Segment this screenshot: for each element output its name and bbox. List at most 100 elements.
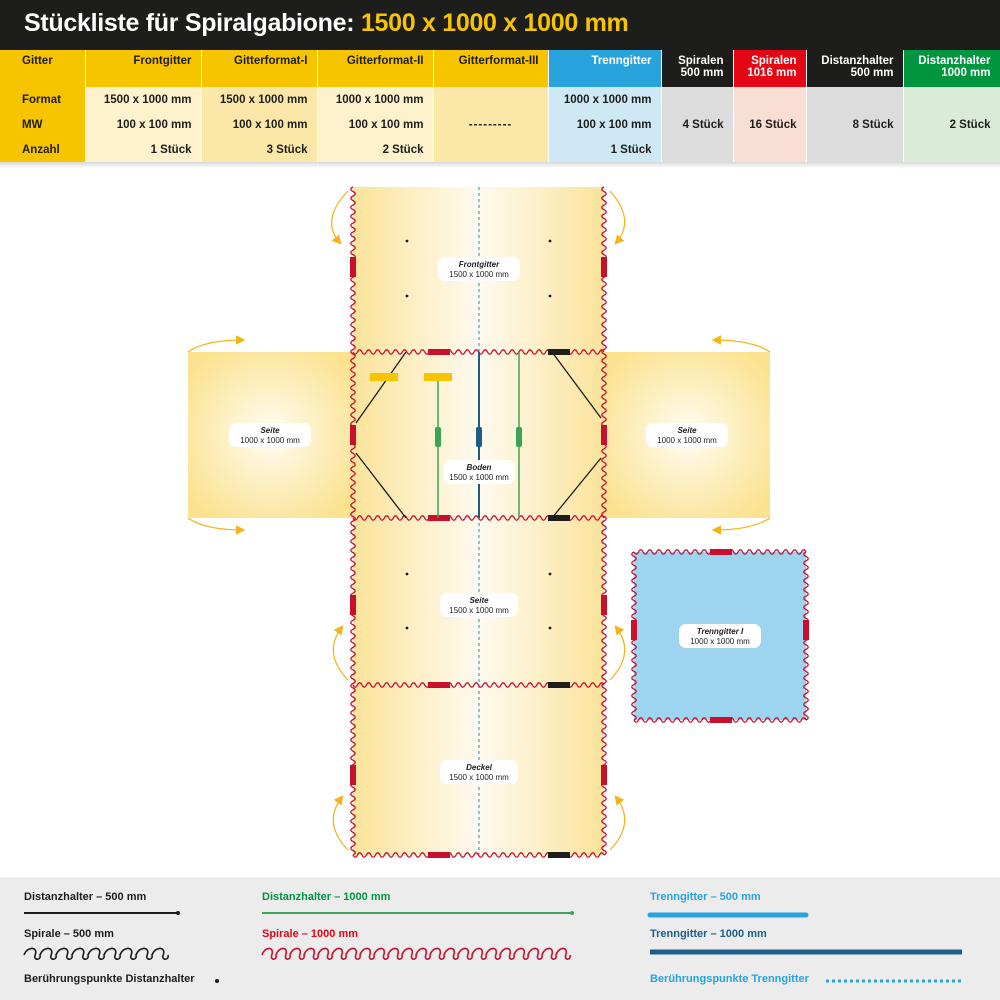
col-header-distanzhalter-1000-line2: 1000 mm (941, 67, 991, 79)
distanzhalter-500-lines (355, 351, 602, 519)
clip-icon (601, 765, 607, 785)
clip-icon (428, 682, 450, 688)
legend-spiral-1000-icon (261, 947, 571, 960)
label-boden-size: 1500 x 1000 mm (449, 473, 509, 482)
clip-icon (601, 257, 607, 277)
cell-anzahl-gitterformat-1: 3 Stück (201, 137, 318, 162)
cell-gitterformat-3-dashes: --------- (433, 87, 549, 162)
fold-arrow-icon (187, 190, 771, 851)
distanzhalter-marker-left (435, 427, 441, 447)
legend-distanzhalter-500-label: Distanzhalter – 500 mm (24, 891, 147, 903)
row-label-mw: MW (0, 112, 86, 137)
clip-icon (350, 595, 356, 615)
clip-icon (548, 852, 570, 858)
distanzhalter-contact-dots (405, 239, 552, 630)
clip-icon (350, 425, 356, 445)
label-bg-seite-mitte (440, 593, 518, 617)
table-header-row: Gitter Frontgitter Gitterformat-I Gitter… (0, 50, 1000, 87)
row-label-format: Format (0, 87, 86, 112)
clip-icon (803, 620, 809, 640)
col-header-distanzhalter-500-line2: 500 mm (850, 67, 894, 79)
title-main: Stückliste für Spiralgabione: (24, 9, 355, 37)
label-trenngitter-size: 1000 x 1000 mm (690, 637, 750, 646)
clip-icon (548, 682, 570, 688)
col-header-frontgitter: Frontgitter (85, 50, 202, 87)
col-header-trenngitter: Trenngitter (548, 50, 662, 87)
clip-icon (350, 257, 356, 277)
legend-spirale-500-label: Spirale – 500 mm (24, 928, 114, 940)
cell-total-distanzhalter-500: 8 Stück (806, 87, 904, 162)
clip-icon (428, 852, 450, 858)
label-seite-links-size: 1000 x 1000 mm (240, 436, 300, 445)
cell-format-frontgitter: 1500 x 1000 mm (85, 87, 202, 112)
cell-format-trenngitter: 1000 x 1000 mm (548, 87, 662, 112)
table-row-format: Format 1500 x 1000 mm 1500 x 1000 mm 100… (0, 87, 1000, 162)
label-bg-frontgitter (438, 257, 520, 281)
legend-spirale-1000-label: Spirale – 1000 mm (262, 928, 359, 940)
cell-anzahl-frontgitter: 1 Stück (85, 137, 202, 162)
cell-mw-trenngitter: 100 x 100 mm (548, 112, 662, 137)
clip-icon (350, 765, 356, 785)
table-shadow (0, 162, 1000, 168)
legend-contact-dot (215, 979, 219, 983)
clip-icon (601, 425, 607, 445)
col-header-spiralen-500-line1: Spiralen (678, 55, 724, 67)
legend-trenngitter-500-label: Trenngitter – 500 mm (650, 891, 761, 903)
label-bg-seite-rechts (646, 423, 728, 447)
cell-format-gitterformat-1: 1500 x 1000 mm (201, 87, 318, 112)
clip-icon (548, 515, 570, 521)
spiral-clips (350, 257, 809, 858)
assembly-diagram: Frontgitter 1500 x 1000 mm Seite 1000 x … (187, 186, 809, 858)
col-header-gitterformat-1: Gitterformat-I (201, 50, 318, 87)
label-bg-boden (443, 460, 515, 484)
spiral-edge-left (350, 186, 356, 856)
cell-anzahl-gitterformat-2: 2 Stück (317, 137, 434, 162)
page-title: Stückliste für Spiralgabione: 1500 x 100… (24, 9, 629, 38)
legend-spiral-500-icon (23, 947, 169, 960)
label-seite-mitte-size: 1500 x 1000 mm (449, 606, 509, 615)
legend-beruehrungspunkte-distanzhalter-label: Berührungspunkte Distanzhalter (24, 973, 195, 985)
trenngitter-marker (476, 427, 482, 447)
cell-total-spiralen-500: 4 Stück (661, 87, 734, 162)
clip-icon (631, 620, 637, 640)
col-header-distanzhalter-1000-line1: Distanzhalter (918, 55, 991, 67)
label-seite-links-name: Seite (260, 426, 280, 435)
legend-distanzhalter-1000-label: Distanzhalter – 1000 mm (262, 891, 391, 903)
cell-total-spiralen-1016: 16 Stück (733, 87, 807, 162)
label-seite-mitte-name: Seite (469, 596, 489, 605)
table-row-mw: MW 100 x 100 mm 100 x 100 mm 100 x 100 m… (0, 112, 1000, 137)
clip-icon (710, 717, 732, 723)
label-trenngitter-name: Trenngitter I (697, 627, 744, 636)
legend-graphics (23, 911, 962, 983)
label-bg-deckel (440, 760, 518, 784)
col-header-spiralen-500-line2: 500 mm (680, 67, 724, 79)
legend: Distanzhalter – 500 mm Spirale – 500 mm … (0, 877, 1000, 1000)
cell-format-gitterformat-2: 1000 x 1000 mm (317, 87, 434, 112)
clip-icon (710, 549, 732, 555)
col-header-spiralen-1016-line1: Spiralen (751, 55, 797, 67)
col-header-gitterformat-2: Gitterformat-II (317, 50, 434, 87)
note-tag-left (370, 373, 398, 381)
col-header-distanzhalter-500-line1: Distanzhalter (821, 55, 894, 67)
label-bg-seite-links (229, 423, 311, 447)
col-header-gitter: Gitter (0, 50, 86, 87)
bill-of-materials-table: Gitter Frontgitter Gitterformat-I Gitter… (0, 50, 1000, 162)
label-deckel-name: Deckel (466, 763, 493, 772)
clip-icon (428, 349, 450, 355)
clip-icon (601, 595, 607, 615)
label-seite-rechts-name: Seite (677, 426, 697, 435)
spiral-edge-right (601, 186, 607, 856)
label-seite-rechts-size: 1000 x 1000 mm (657, 436, 717, 445)
clip-icon (428, 515, 450, 521)
cell-total-distanzhalter-1000: 2 Stück (903, 87, 1000, 162)
table-row-anzahl: Anzahl 1 Stück 3 Stück 2 Stück 1 Stück (0, 137, 1000, 162)
legend-trenngitter-1000-label: Trenngitter – 1000 mm (650, 928, 767, 940)
title-dimensions: 1500 x 1000 x 1000 mm (360, 9, 629, 37)
label-boden-name: Boden (467, 463, 492, 472)
cell-mw-gitterformat-1: 100 x 100 mm (201, 112, 318, 137)
clip-icon (548, 349, 570, 355)
